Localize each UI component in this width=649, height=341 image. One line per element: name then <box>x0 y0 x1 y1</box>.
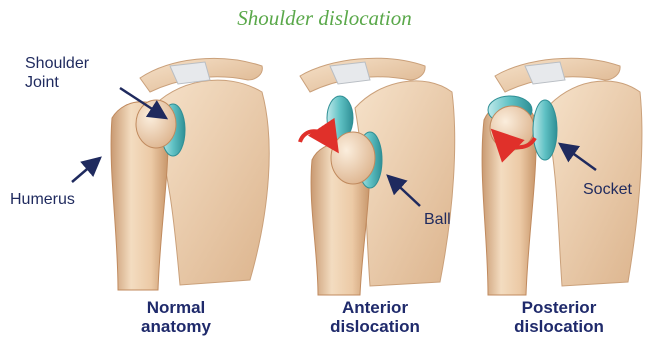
shoulder-joint-label: Shoulder Joint <box>25 54 89 92</box>
caption-line2: dislocation <box>295 317 455 336</box>
anterior-dislocation-illustration <box>300 58 455 295</box>
caption-line1: Normal <box>96 298 256 317</box>
ball-label: Ball <box>424 210 451 229</box>
normal-anatomy-illustration <box>111 58 269 290</box>
posterior-dislocation-illustration <box>482 58 642 295</box>
caption-anterior-dislocation: Anterior dislocation <box>295 298 455 336</box>
caption-posterior-dislocation: Posterior dislocation <box>479 298 639 336</box>
caption-line1: Anterior <box>295 298 455 317</box>
dislocation-arrow <box>300 131 330 142</box>
shoulder-joint-label-line1: Shoulder <box>25 54 89 73</box>
socket-label: Socket <box>583 180 632 199</box>
caption-line2: dislocation <box>479 317 639 336</box>
humerus-pointer <box>72 158 100 182</box>
caption-normal-anatomy: Normal anatomy <box>96 298 256 336</box>
shoulder-joint-label-line2: Joint <box>25 73 89 92</box>
humeral-head <box>331 132 375 184</box>
caption-line2: anatomy <box>96 317 256 336</box>
socket-cartilage <box>533 100 557 160</box>
humerus-label: Humerus <box>10 190 75 209</box>
caption-line1: Posterior <box>479 298 639 317</box>
humeral-head <box>136 100 176 148</box>
